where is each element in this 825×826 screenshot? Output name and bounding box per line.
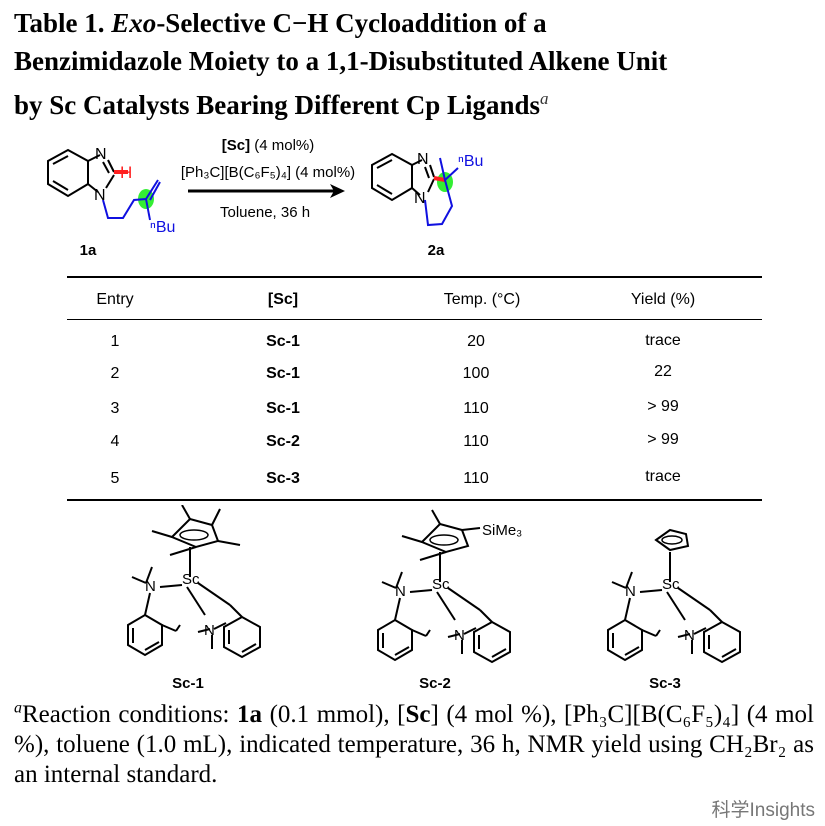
cell-yield: 22 <box>654 363 672 380</box>
atom-n: N <box>454 627 465 644</box>
nbu-label: ⁿBu <box>458 153 483 170</box>
atom-n: N <box>95 146 107 163</box>
cell-entry: 3 <box>110 400 120 417</box>
title-italic: Exo <box>111 8 157 38</box>
cell-entry: 1 <box>110 333 120 350</box>
catalyst-condition-amount: (4 mol%) <box>250 137 314 154</box>
footnote-mark: a <box>14 699 22 717</box>
catalyst-label: Sc-2 <box>419 675 451 692</box>
catalyst-label: Sc-3 <box>649 675 681 692</box>
title-prefix: Table 1. <box>14 8 112 38</box>
header-catalyst: [Sc] <box>267 291 299 308</box>
catalyst-structures: Sc N N SiMe₃ Sc N N Sc N N Sc-1 Sc-2 Sc-… <box>127 505 741 692</box>
table-title: Table 1. Exo-Selective C−H Cycloaddition… <box>14 4 819 120</box>
atom-h: H <box>120 163 132 182</box>
catalyst-sc-3: Sc N N <box>607 528 741 663</box>
table-header-rule <box>67 319 762 320</box>
atom-n: N <box>684 627 695 644</box>
footnote-text: ] (4 mol %), [Ph₃C][B(C₆F₅)₄] (4 mol %),… <box>14 701 814 788</box>
atom-sc: Sc <box>182 571 200 588</box>
table-top-rule <box>67 276 762 278</box>
reaction-scheme: N N H ⁿBu 1a [Sc] (4 mol%) [Ph₃C][B(C₆F₅… <box>47 137 483 259</box>
cell-entry: 4 <box>110 433 120 450</box>
catalyst-sc-2: SiMe₃ Sc N N <box>377 509 522 663</box>
atom-n: N <box>204 622 215 639</box>
table-footnote: aReaction conditions: 1a (0.1 mmol), [Sc… <box>14 700 814 790</box>
reactant-1a <box>47 148 161 221</box>
cell-entry: 5 <box>110 470 120 487</box>
footnote-catalyst: Sc <box>405 701 431 728</box>
catalyst-sc-1: Sc N N <box>127 505 261 658</box>
table-bottom-rule <box>67 499 762 501</box>
cell-yield: trace <box>645 332 681 349</box>
product-label: 2a <box>428 242 445 259</box>
activator-condition: [Ph₃C][B(C₆F₅)₄] (4 mol%) <box>181 164 355 181</box>
atom-n: N <box>414 190 426 207</box>
title-line-1: Table 1. Exo-Selective C−H Cycloaddition… <box>14 4 819 42</box>
cell-temp: 20 <box>467 333 485 350</box>
atom-sc: Sc <box>662 576 680 593</box>
title-line-3: by Sc Catalysts Bearing Different Cp Lig… <box>14 80 819 120</box>
header-entry: Entry <box>96 291 134 308</box>
cell-temp: 100 <box>462 365 490 382</box>
reactant-label: 1a <box>80 242 97 259</box>
cell-catalyst: Sc-1 <box>266 400 300 417</box>
cell-temp: 110 <box>463 470 489 487</box>
atom-n: N <box>395 583 406 600</box>
cell-yield: > 99 <box>647 431 679 448</box>
product-2a <box>371 152 459 227</box>
atom-n: N <box>94 187 106 204</box>
header-yield: Yield (%) <box>630 291 696 308</box>
arrow-head <box>330 184 345 198</box>
cell-yield: trace <box>645 468 681 485</box>
footnote-compound: 1a <box>237 701 263 728</box>
nbu-label: ⁿBu <box>150 219 175 236</box>
cell-catalyst: Sc-2 <box>266 433 300 450</box>
catalyst-condition-name: [Sc] <box>222 137 250 154</box>
catalyst-label: Sc-1 <box>172 675 204 692</box>
cell-catalyst: Sc-1 <box>266 333 300 350</box>
title-footnote-mark: a <box>540 89 549 108</box>
cell-yield: > 99 <box>647 398 679 415</box>
title-line3-text: by Sc Catalysts Bearing Different Cp Lig… <box>14 90 541 120</box>
footnote-text: Reaction conditions: <box>22 701 238 728</box>
cell-catalyst: Sc-1 <box>266 365 300 382</box>
footnote-text: (0.1 mmol), [ <box>262 701 406 728</box>
cell-temp: 110 <box>463 433 489 450</box>
atom-n: N <box>625 583 636 600</box>
simes-substituent: SiMe₃ <box>482 522 522 539</box>
atom-n: N <box>145 578 156 595</box>
solvent-condition: Toluene, 36 h <box>220 204 310 221</box>
cell-catalyst: Sc-3 <box>266 470 300 487</box>
atom-n: N <box>417 151 429 168</box>
title-line-2: Benzimidazole Moiety to a 1,1-Disubstitu… <box>14 46 668 76</box>
atom-sc: Sc <box>432 576 450 593</box>
cell-entry: 2 <box>110 365 120 382</box>
title-line1-rest: -Selective C−H Cycloaddition of a <box>156 8 547 38</box>
watermark: 科学Insights <box>711 800 815 821</box>
header-temp: Temp. (°C) <box>443 291 521 308</box>
catalyst-condition: [Sc] (4 mol%) <box>222 137 315 154</box>
cell-temp: 110 <box>463 400 489 417</box>
